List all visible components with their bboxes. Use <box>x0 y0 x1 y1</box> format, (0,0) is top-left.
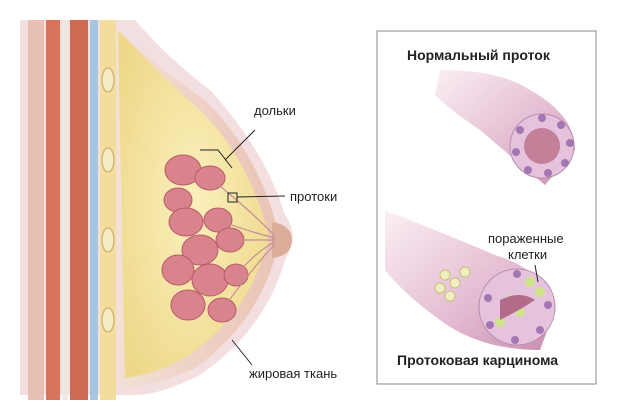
breast-cross-section <box>20 20 293 400</box>
carcinoma-title: Протоковая карцинома <box>397 352 559 368</box>
nipple <box>272 222 292 258</box>
carcinoma-duct <box>385 210 556 350</box>
lobules <box>161 154 249 323</box>
normal-duct <box>435 70 575 185</box>
fatty-tissue <box>118 30 269 378</box>
label-fat-tissue: жировая ткань <box>249 366 338 381</box>
affected-cells-label-1: пораженные <box>488 231 564 246</box>
chest-wall <box>28 20 116 400</box>
leader-lines <box>200 129 286 366</box>
affected-cells-label-2: клетки <box>508 247 548 262</box>
ducts <box>209 177 276 311</box>
label-lobules: дольки <box>254 103 296 118</box>
normal-duct-title: Нормальный проток <box>407 47 550 63</box>
label-ducts: протоки <box>290 189 338 204</box>
